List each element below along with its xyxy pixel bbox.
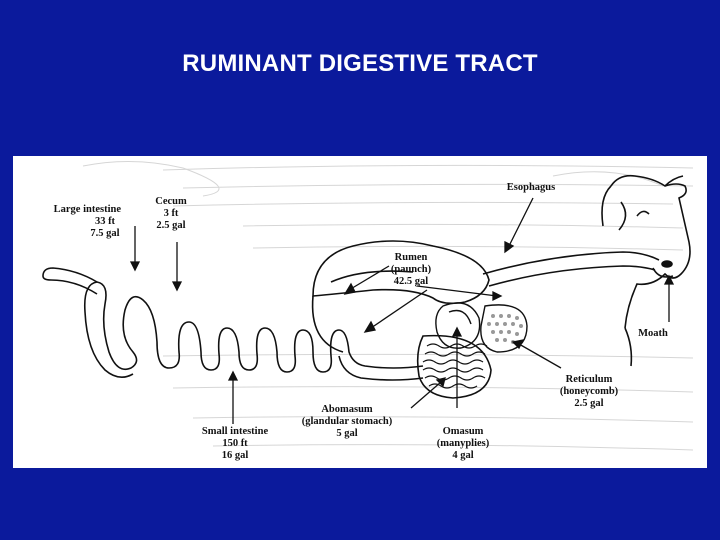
label-cecum: Cecum 3 ft 2.5 gal <box>155 196 187 231</box>
label-abomasum: Abomasum (glandular stomach) 5 gal <box>302 404 393 439</box>
abomasum-outline <box>416 334 492 399</box>
pointer-arrows <box>129 197 675 424</box>
slide-title: RUMINANT DIGESTIVE TRACT <box>182 50 538 77</box>
label-cecum-name: Cecum <box>155 196 187 207</box>
label-small-intestine-length: 150 ft <box>222 438 248 449</box>
label-abomasum-alias: (glandular stomach) <box>302 416 393 427</box>
label-esophagus: Esophagus <box>507 182 555 193</box>
label-cecum-volume: 2.5 gal <box>156 220 185 231</box>
label-abomasum-volume: 5 gal <box>336 428 357 439</box>
label-small-intestine: Small intestine 150 ft 16 gal <box>202 426 269 461</box>
label-large-intestine-length: 33 ft <box>95 216 116 227</box>
label-reticulum-alias: (honeycomb) <box>560 386 619 397</box>
cow-head <box>601 174 691 367</box>
background-bleed-texture <box>82 160 694 451</box>
label-large-intestine-name: Large intestine <box>54 204 122 215</box>
label-small-intestine-volume: 16 gal <box>222 450 249 461</box>
label-omasum-name: Omasum <box>443 426 484 437</box>
label-small-intestine-name: Small intestine <box>202 426 269 437</box>
small-intestine-tube <box>156 321 424 381</box>
label-rumen-alias: (paunch) <box>391 264 432 275</box>
label-rumen: Rumen (paunch) 42.5 gal <box>391 252 432 287</box>
digestive-tract-diagram: Large intestine 33 ft 7.5 gal Cecum 3 ft… <box>13 156 707 468</box>
rumen-outline <box>311 240 490 353</box>
label-esophagus-name: Esophagus <box>507 182 555 193</box>
label-omasum-alias: (manyplies) <box>437 438 490 449</box>
label-reticulum-volume: 2.5 gal <box>574 398 603 409</box>
label-cecum-length: 3 ft <box>164 208 179 219</box>
label-large-intestine: Large intestine 33 ft 7.5 gal <box>54 204 122 239</box>
label-mouth: Moath <box>638 328 668 339</box>
diagram-svg: Large intestine 33 ft 7.5 gal Cecum 3 ft… <box>42 160 694 461</box>
label-rumen-name: Rumen <box>395 252 428 263</box>
label-mouth-name: Moath <box>638 328 668 339</box>
omasum-outline <box>435 302 481 349</box>
label-reticulum: Reticulum (honeycomb) 2.5 gal <box>560 374 619 409</box>
esophagus-tube <box>482 251 660 287</box>
label-reticulum-name: Reticulum <box>566 374 613 385</box>
label-large-intestine-volume: 7.5 gal <box>90 228 119 239</box>
label-omasum-volume: 4 gal <box>452 450 473 461</box>
label-abomasum-name: Abomasum <box>321 404 373 415</box>
label-rumen-volume: 42.5 gal <box>394 276 429 287</box>
label-omasum: Omasum (manyplies) 4 gal <box>437 426 490 461</box>
large-intestine-tube <box>42 267 158 378</box>
